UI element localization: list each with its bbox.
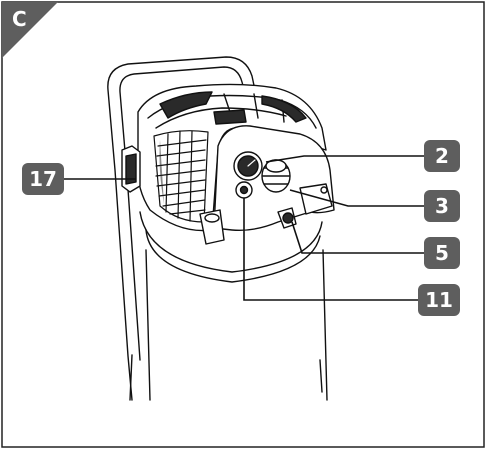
right-bracket: [299, 183, 333, 215]
handle-outer: [107, 56, 257, 401]
callout-badge-5: 5: [424, 237, 460, 269]
leader-2: [265, 155, 424, 163]
vent-grille: [153, 130, 209, 223]
tank-top-outline: [139, 211, 323, 273]
callout-badge-17: 17: [22, 163, 64, 195]
tank-shoulder: [145, 229, 321, 283]
front-bracket-hole: [204, 213, 220, 223]
leg-left: [129, 354, 133, 401]
callout-badge-2: 2: [424, 140, 460, 172]
bracket-bolt: [320, 186, 328, 194]
svg-text:2: 2: [435, 144, 449, 168]
callout-badge-11: 11: [418, 284, 460, 316]
switch-center: [239, 185, 249, 195]
section-label: C: [12, 7, 27, 31]
leader-lines: [64, 155, 424, 301]
svg-text:17: 17: [29, 167, 57, 191]
leader-3: [289, 189, 424, 207]
cover-shade-1: [159, 91, 213, 119]
side-clamp-shade: [125, 153, 137, 185]
svg-text:3: 3: [435, 194, 449, 218]
compressor-illustration: [107, 56, 335, 401]
svg-text:5: 5: [435, 241, 449, 265]
coupling-port: [282, 212, 294, 224]
cover-shade-3: [213, 109, 247, 125]
callout-badge-3: 3: [424, 190, 460, 222]
tank-right-edge: [322, 249, 328, 401]
svg-text:11: 11: [425, 288, 453, 312]
front-bracket: [199, 209, 225, 245]
leader-5: [291, 221, 424, 254]
gauge-needle: [247, 159, 256, 167]
tank-left-edge: [145, 249, 151, 401]
cover-shade-2: [261, 95, 307, 123]
leader-11: [243, 198, 418, 301]
handle-inner: [119, 66, 247, 361]
leg-right: [319, 359, 323, 393]
cover-ridge-2: [155, 107, 287, 129]
section-tab: C: [2, 2, 58, 58]
